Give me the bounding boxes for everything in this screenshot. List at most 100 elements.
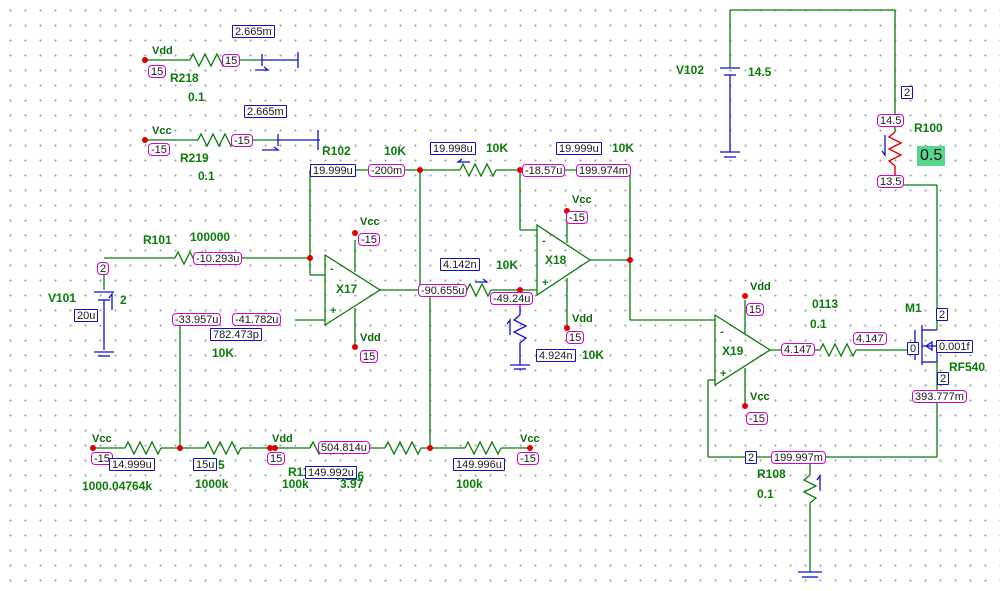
- vdd-node: [564, 325, 570, 331]
- x18-pos-voltage-tag[interactable]: -49.24u: [490, 292, 534, 305]
- x17-vdd-tag[interactable]: 15: [360, 350, 379, 363]
- x18-label: X18: [545, 253, 567, 267]
- r219-voltage-tag[interactable]: -15: [148, 143, 170, 156]
- r117-value: 100k: [282, 477, 309, 491]
- r-mid-value: 10K: [496, 258, 519, 272]
- r100-name: R100: [914, 121, 943, 135]
- v101-current-tag[interactable]: 20u: [74, 309, 99, 322]
- v101-name: V101: [48, 291, 77, 305]
- x17-plus-sign: +: [330, 305, 337, 317]
- r218-current-tag[interactable]: 2.665m: [232, 25, 275, 38]
- m1-name: M1: [905, 301, 922, 315]
- m1-terminal1-tag[interactable]: 2: [936, 308, 949, 321]
- bottom-vdd-voltage-tag[interactable]: 15: [267, 452, 286, 465]
- x18-out-tag[interactable]: 199.974m: [576, 164, 631, 177]
- x17-neg-current-tag[interactable]: -33.957u: [172, 313, 222, 326]
- x19-out-tag[interactable]: 4.147: [781, 343, 815, 356]
- x18-current2-tag[interactable]: 4.924n: [536, 349, 576, 362]
- vdd-node: [742, 293, 748, 299]
- r219-branch: [145, 130, 320, 151]
- x18-vcc-tag[interactable]: -15: [566, 211, 588, 224]
- m1-source-tag[interactable]: 393.777m: [912, 390, 967, 403]
- m1-terminal3-tag[interactable]: 2: [937, 372, 950, 385]
- x18-body: [519, 170, 630, 330]
- r-x18-neg-value: 10K: [582, 348, 605, 362]
- r108-current-tag[interactable]: 2: [745, 451, 758, 464]
- r218-voltage2-tag[interactable]: 15: [222, 54, 241, 67]
- v102-value: 14.5: [748, 65, 772, 79]
- x17-vcc-tag[interactable]: -15: [358, 233, 380, 246]
- v102-current-tag[interactable]: 2: [901, 86, 914, 99]
- v101-value: 2: [120, 293, 127, 307]
- x19-plus-sign: +: [720, 368, 727, 380]
- r108-voltage-tag[interactable]: 199.997m: [771, 451, 826, 464]
- vdd-label: Vdd: [750, 281, 771, 293]
- r100-top-tag[interactable]: 14.5: [877, 114, 905, 127]
- vcc-label: Vcc: [572, 194, 592, 206]
- m1-terminal2-tag[interactable]: 0: [907, 342, 920, 355]
- x17-neg-voltage-tag[interactable]: -41.782u: [232, 313, 282, 326]
- v102-source: [720, 9, 896, 158]
- fb-current-tag[interactable]: 19.998u: [430, 142, 476, 155]
- m1-gate-tag[interactable]: 4.147: [853, 332, 887, 345]
- vcc-label: Vcc: [92, 433, 112, 445]
- r219-voltage2-tag[interactable]: -15: [231, 134, 253, 147]
- bottom-current4-tag[interactable]: 149.996u: [453, 458, 505, 471]
- x18-neg-voltage-tag[interactable]: -18.57u: [522, 164, 566, 177]
- bottom-current2-tag[interactable]: 15u: [193, 458, 218, 471]
- vdd-node: [142, 57, 148, 63]
- r102-value: 10K: [384, 144, 407, 158]
- r-fb-top-value: 10K: [486, 141, 509, 155]
- vcc-label: Vcc: [360, 216, 380, 228]
- x19-minus-sign: -: [720, 326, 724, 338]
- vcc-node: [142, 137, 148, 143]
- r-fb-top2-value: 10K: [612, 141, 635, 155]
- x18-fb-current-tag[interactable]: 19.999u: [556, 142, 602, 155]
- r-bottom-right-value: 100k: [456, 477, 483, 491]
- r-bottom-2-value: 1000k: [195, 477, 229, 491]
- vcc-label: Vcc: [520, 433, 540, 445]
- bottom-vcc2-voltage-tag[interactable]: -15: [517, 452, 539, 465]
- r-gate-value: 0.1: [810, 317, 827, 331]
- x17-out-tag[interactable]: -90.655u: [418, 284, 468, 297]
- r102-current-tag[interactable]: 19.999u: [310, 164, 356, 177]
- r100-resistor: [887, 131, 903, 182]
- r102-name: R102: [322, 144, 351, 158]
- r102-voltage-tag[interactable]: -200m: [368, 164, 406, 177]
- r-gate-pre-value: 0113: [812, 297, 839, 311]
- r-bottom-left-value: 1000.04764k: [82, 479, 153, 493]
- r218-voltage-tag[interactable]: 15: [148, 65, 167, 78]
- bottom-current1-tag[interactable]: 14.999u: [109, 458, 155, 471]
- x17-neg-current2-tag[interactable]: 782.473p: [210, 328, 262, 341]
- r116-value: 3.97: [340, 477, 364, 491]
- x18-plus-sign: +: [542, 277, 549, 289]
- r101-voltage-tag[interactable]: -10.293u: [193, 252, 243, 265]
- r219-name: R219: [180, 151, 209, 165]
- vcc-node: [90, 445, 96, 451]
- x18-current1-tag[interactable]: 4.142n: [440, 258, 480, 271]
- r100-value-highlight[interactable]: 0.5: [917, 146, 946, 166]
- v101-voltage-tag[interactable]: 2: [97, 262, 110, 275]
- vcc-label: Vcc: [152, 125, 172, 137]
- bottom-mid-voltage-tag[interactable]: 504.814u: [318, 441, 370, 454]
- r108-value: 0.1: [757, 487, 774, 501]
- bottom-current3-tag[interactable]: 149.992u: [305, 466, 357, 479]
- m1-mosfet: [914, 185, 938, 457]
- bottom-extra-label: 5: [218, 458, 225, 472]
- x18-minus-sign: -: [542, 235, 546, 247]
- r218-value: 0.1: [188, 90, 205, 104]
- vdd-label: Vdd: [152, 45, 173, 57]
- r218-name: R218: [170, 71, 199, 85]
- r219-current-tag[interactable]: 2.665m: [244, 105, 287, 118]
- vdd-node: [352, 344, 358, 350]
- x19-vdd-tag[interactable]: 15: [746, 303, 765, 316]
- x18-vdd-tag[interactable]: 15: [566, 331, 585, 344]
- x19-vcc-tag[interactable]: -15: [746, 412, 768, 425]
- m1-current-tag[interactable]: 0.001f: [936, 340, 973, 353]
- vcc-label: Vcc: [750, 391, 770, 403]
- vdd-label: Vdd: [272, 433, 293, 445]
- vcc-node: [352, 230, 358, 236]
- r100-bottom-tag[interactable]: 13.5: [877, 175, 905, 188]
- vcc-node: [742, 403, 748, 409]
